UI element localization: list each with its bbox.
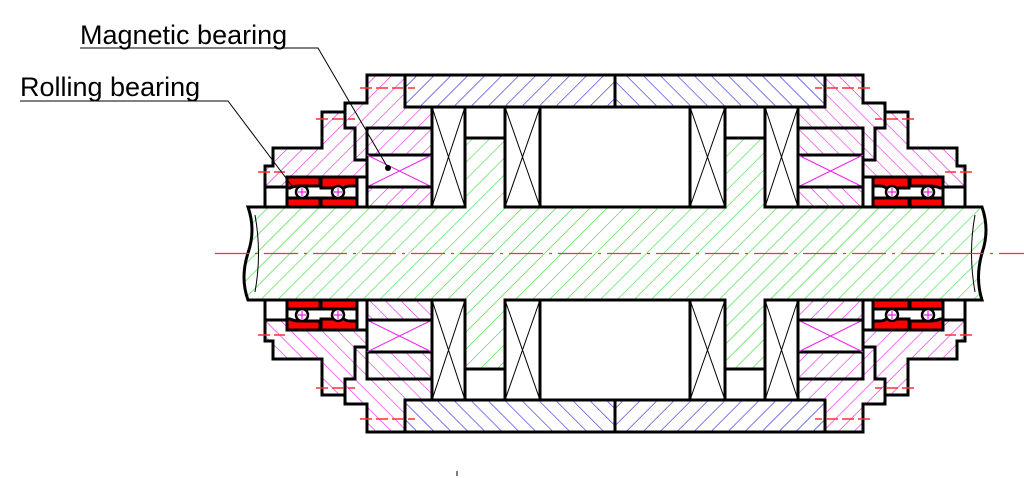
magnetic-bearing-label: Magnetic bearing — [80, 20, 287, 50]
leader-dot — [385, 165, 391, 171]
rolling-bearing-label: Rolling bearing — [20, 72, 200, 102]
magnetic-bearing-leader — [80, 47, 389, 169]
rolling-bearing-leader — [20, 100, 293, 187]
